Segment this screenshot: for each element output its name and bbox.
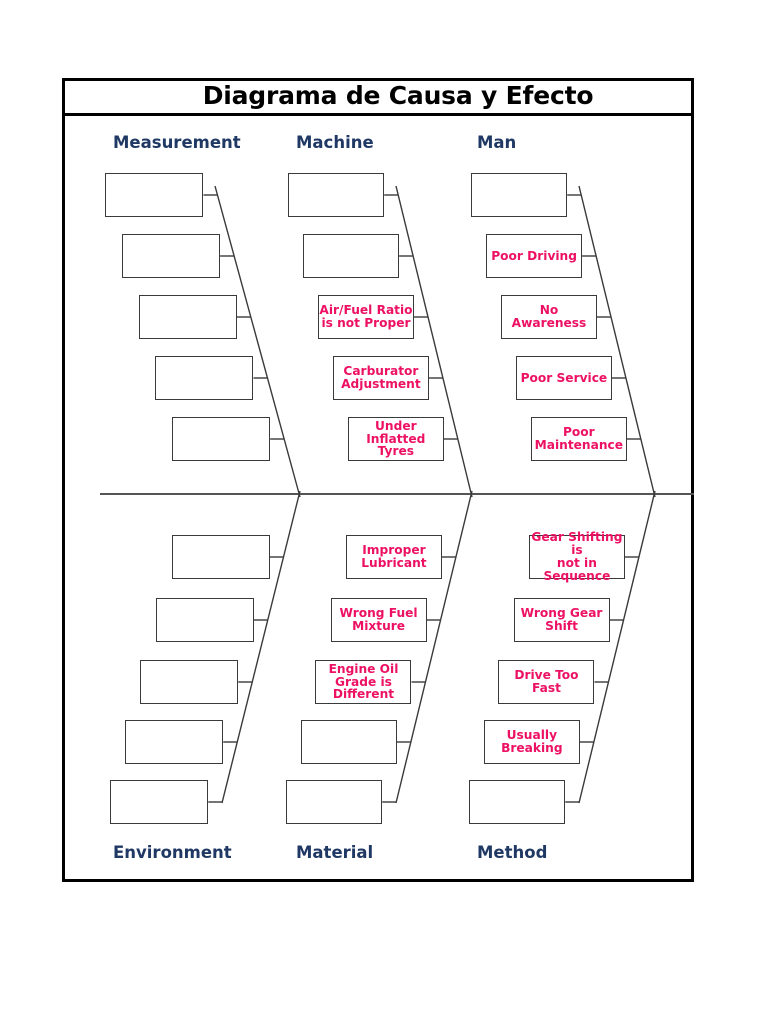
title-bar: Diagrama de Causa y Efecto: [62, 78, 694, 116]
cause-box-environment-3[interactable]: [140, 660, 239, 704]
cause-box-measurement-3[interactable]: [138, 295, 237, 339]
category-label-method: Method: [477, 843, 548, 862]
cause-box-method-3[interactable]: Drive Too Fast: [498, 660, 595, 704]
cause-text: Drive Too Fast: [514, 668, 579, 695]
cause-box-material-4[interactable]: [300, 720, 397, 764]
cause-box-man-3[interactable]: No Awareness: [501, 295, 597, 339]
cause-box-man-4[interactable]: Poor Service: [515, 356, 612, 400]
cause-box-environment-4[interactable]: [125, 720, 224, 764]
cause-box-environment-2[interactable]: [155, 598, 254, 642]
cause-box-environment-1[interactable]: [171, 535, 270, 579]
cause-box-man-1[interactable]: [471, 173, 568, 217]
page-title: Diagrama de Causa y Efecto: [202, 81, 594, 110]
cause-box-machine-2[interactable]: [303, 234, 400, 278]
cause-box-machine-1[interactable]: [288, 173, 385, 217]
category-label-man: Man: [477, 133, 517, 152]
cause-text: No Awareness: [511, 303, 587, 330]
category-label-material: Material: [296, 843, 374, 862]
cause-box-environment-5[interactable]: [110, 780, 209, 824]
cause-box-method-5[interactable]: [469, 780, 566, 824]
cause-box-material-5[interactable]: [286, 780, 383, 824]
cause-box-measurement-5[interactable]: [172, 417, 271, 461]
category-label-environment: Environment: [113, 843, 232, 862]
category-label-machine: Machine: [296, 133, 374, 152]
cause-text: Poor Service: [520, 370, 608, 385]
cause-box-man-2[interactable]: Poor Driving: [486, 234, 583, 278]
cause-text: Poor Driving: [491, 248, 577, 263]
cause-box-measurement-2[interactable]: [122, 234, 221, 278]
cause-box-measurement-4[interactable]: [155, 356, 254, 400]
category-label-measurement: Measurement: [113, 133, 241, 152]
cause-box-measurement-1[interactable]: [105, 173, 204, 217]
